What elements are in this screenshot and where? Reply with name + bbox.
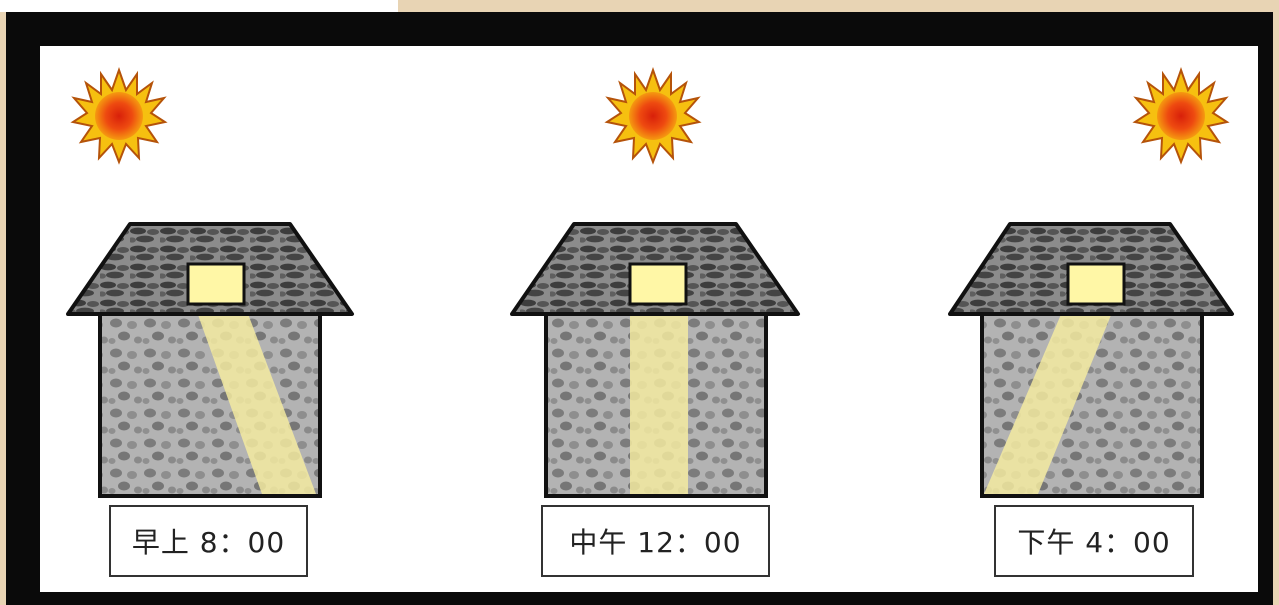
skylight-icon xyxy=(188,264,244,304)
sun-icon xyxy=(1135,70,1227,162)
sun-icon xyxy=(607,70,699,162)
time-label-noon: 中午 12：00 xyxy=(541,505,770,577)
sun-icon xyxy=(73,70,165,162)
time-label-morning: 早上 8：00 xyxy=(109,505,308,577)
house-icon xyxy=(950,224,1232,496)
skylight-icon xyxy=(1068,264,1124,304)
diagram-panel: 早上 8：00 中午 12：00 下午 4：00 xyxy=(40,46,1258,592)
top-tab-cutout xyxy=(0,0,398,12)
skylight-icon xyxy=(630,264,686,304)
house-icon xyxy=(512,224,798,496)
time-label-afternoon: 下午 4：00 xyxy=(994,505,1194,577)
light-beam xyxy=(630,298,688,494)
house-icon xyxy=(68,224,352,496)
black-frame: 早上 8：00 中午 12：00 下午 4：00 xyxy=(6,12,1273,605)
